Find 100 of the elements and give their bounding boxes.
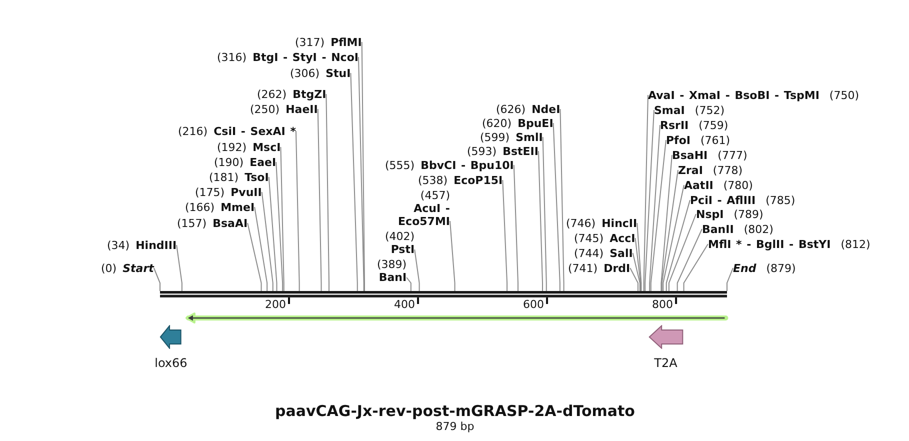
leader-line bbox=[406, 277, 412, 292]
feature-track bbox=[185, 312, 728, 324]
leader-line bbox=[683, 244, 708, 292]
sequence-backbone bbox=[160, 291, 727, 298]
position-number: (34) bbox=[107, 238, 130, 252]
leader-line bbox=[649, 124, 660, 292]
enzyme-name: CsiI - SexAI * bbox=[214, 124, 296, 138]
enzyme-name: MscI bbox=[252, 140, 281, 154]
position-number: (262) bbox=[257, 88, 287, 100]
enzyme-name: BsaAI bbox=[212, 216, 248, 230]
position-number: (190) bbox=[214, 156, 244, 168]
enzyme-name: AcuI - Eco57MI bbox=[397, 202, 450, 228]
leader-line bbox=[261, 192, 274, 292]
leader-line bbox=[317, 108, 322, 292]
position-number: (192) bbox=[217, 140, 247, 154]
leader-line bbox=[542, 136, 547, 292]
leader-line bbox=[502, 180, 508, 292]
leader-line bbox=[552, 122, 560, 292]
enzyme-name: ZraI bbox=[678, 164, 703, 176]
enzyme-name: RsrII bbox=[660, 118, 689, 132]
enzyme-name: AvaI - XmaI - BsoBI - TspMI bbox=[648, 88, 820, 102]
leader-line bbox=[661, 170, 678, 292]
leader-line bbox=[295, 130, 300, 292]
position-number: (761) bbox=[700, 134, 730, 146]
position-number: (306) bbox=[290, 66, 320, 80]
leader-line bbox=[660, 154, 672, 292]
enzyme-name: SalI bbox=[610, 246, 633, 260]
enzyme-name: BtgZI bbox=[292, 88, 326, 100]
leader-line bbox=[538, 150, 544, 292]
leader-line bbox=[632, 252, 640, 292]
enzyme-name: SmlI bbox=[516, 130, 543, 144]
scale-tick-label: 800 bbox=[652, 298, 674, 310]
enzyme-name: AccI bbox=[610, 232, 636, 244]
leader-line bbox=[153, 268, 160, 292]
enzyme-name: BanI bbox=[378, 271, 407, 284]
enzyme-name: NdeI bbox=[532, 102, 560, 116]
leader-line bbox=[358, 56, 364, 292]
leader-line bbox=[513, 164, 518, 292]
position-number: (166) bbox=[185, 200, 215, 214]
leader-line bbox=[676, 228, 702, 292]
leader-line bbox=[726, 268, 734, 292]
scale-tick-label: 600 bbox=[523, 298, 544, 310]
position-number: (555) bbox=[385, 158, 415, 172]
position-number: (789) bbox=[734, 208, 764, 220]
enzyme-name: BsaHI bbox=[672, 148, 708, 162]
position-number: (317) bbox=[295, 36, 325, 48]
position-number: (879) bbox=[766, 262, 796, 274]
position-number: (0) bbox=[101, 262, 117, 274]
position-number: (759) bbox=[698, 118, 728, 132]
feature-label: T2A bbox=[654, 356, 678, 370]
position-number: (744) bbox=[574, 246, 604, 260]
enzyme-name: HaeII bbox=[286, 102, 318, 116]
position-number: (216) bbox=[178, 124, 208, 138]
leader-line bbox=[636, 222, 642, 292]
leader-line bbox=[176, 244, 182, 292]
leader-line bbox=[634, 238, 642, 292]
position-number: (752) bbox=[694, 104, 724, 116]
position-number: (620) bbox=[482, 116, 512, 130]
leader-line bbox=[350, 72, 358, 292]
position-number: (402) bbox=[385, 230, 415, 243]
leader-line bbox=[650, 140, 666, 292]
position-number: (157) bbox=[177, 216, 207, 230]
enzyme-name: NspI bbox=[696, 208, 724, 220]
position-number: (778) bbox=[712, 164, 743, 176]
enzyme-name: StuI bbox=[326, 66, 351, 80]
diagram-caption: 879 bp bbox=[436, 420, 474, 433]
leader-line bbox=[361, 42, 365, 292]
sequence-end-label: End bbox=[733, 262, 756, 274]
enzyme-name: AatII bbox=[684, 178, 714, 192]
diagram-title: paavCAG-Jx-rev-post-mGRASP-2A-dTomato bbox=[275, 402, 635, 420]
position-number: (316) bbox=[217, 50, 247, 64]
position-number: (780) bbox=[723, 178, 753, 192]
enzyme-name: BanII bbox=[702, 222, 734, 236]
enzyme-name: BpuEI bbox=[518, 116, 554, 130]
enzyme-name: MmeI bbox=[220, 200, 255, 214]
leader-line bbox=[247, 222, 262, 292]
enzyme-name: PvuII bbox=[230, 186, 262, 198]
enzyme-name: EcoP15I bbox=[454, 174, 503, 186]
enzyme-name: SmaI bbox=[654, 104, 685, 116]
position-number: (741) bbox=[568, 262, 598, 274]
position-number: (746) bbox=[566, 216, 596, 230]
position-number: (250) bbox=[250, 102, 280, 116]
enzyme-name: EaeI bbox=[250, 156, 276, 168]
leader-line bbox=[280, 146, 284, 292]
leader-line bbox=[662, 184, 684, 292]
position-number: (777) bbox=[718, 148, 748, 162]
position-number: (457) bbox=[420, 188, 450, 202]
scale-tick-label: 200 bbox=[265, 298, 286, 310]
leader-line bbox=[450, 220, 456, 292]
position-number: (181) bbox=[209, 170, 239, 184]
position-number: (626) bbox=[496, 102, 526, 116]
enzyme-name: HindIII bbox=[136, 238, 177, 252]
position-number: (599) bbox=[480, 130, 510, 144]
enzyme-name: BstEII bbox=[502, 144, 538, 158]
sequence-start-label: Start bbox=[122, 262, 154, 274]
enzyme-name: HincII bbox=[602, 216, 638, 230]
position-number: (538) bbox=[418, 174, 448, 186]
enzyme-name: PfoI bbox=[666, 134, 690, 146]
position-number: (745) bbox=[574, 232, 604, 244]
position-number: (750) bbox=[829, 88, 860, 102]
